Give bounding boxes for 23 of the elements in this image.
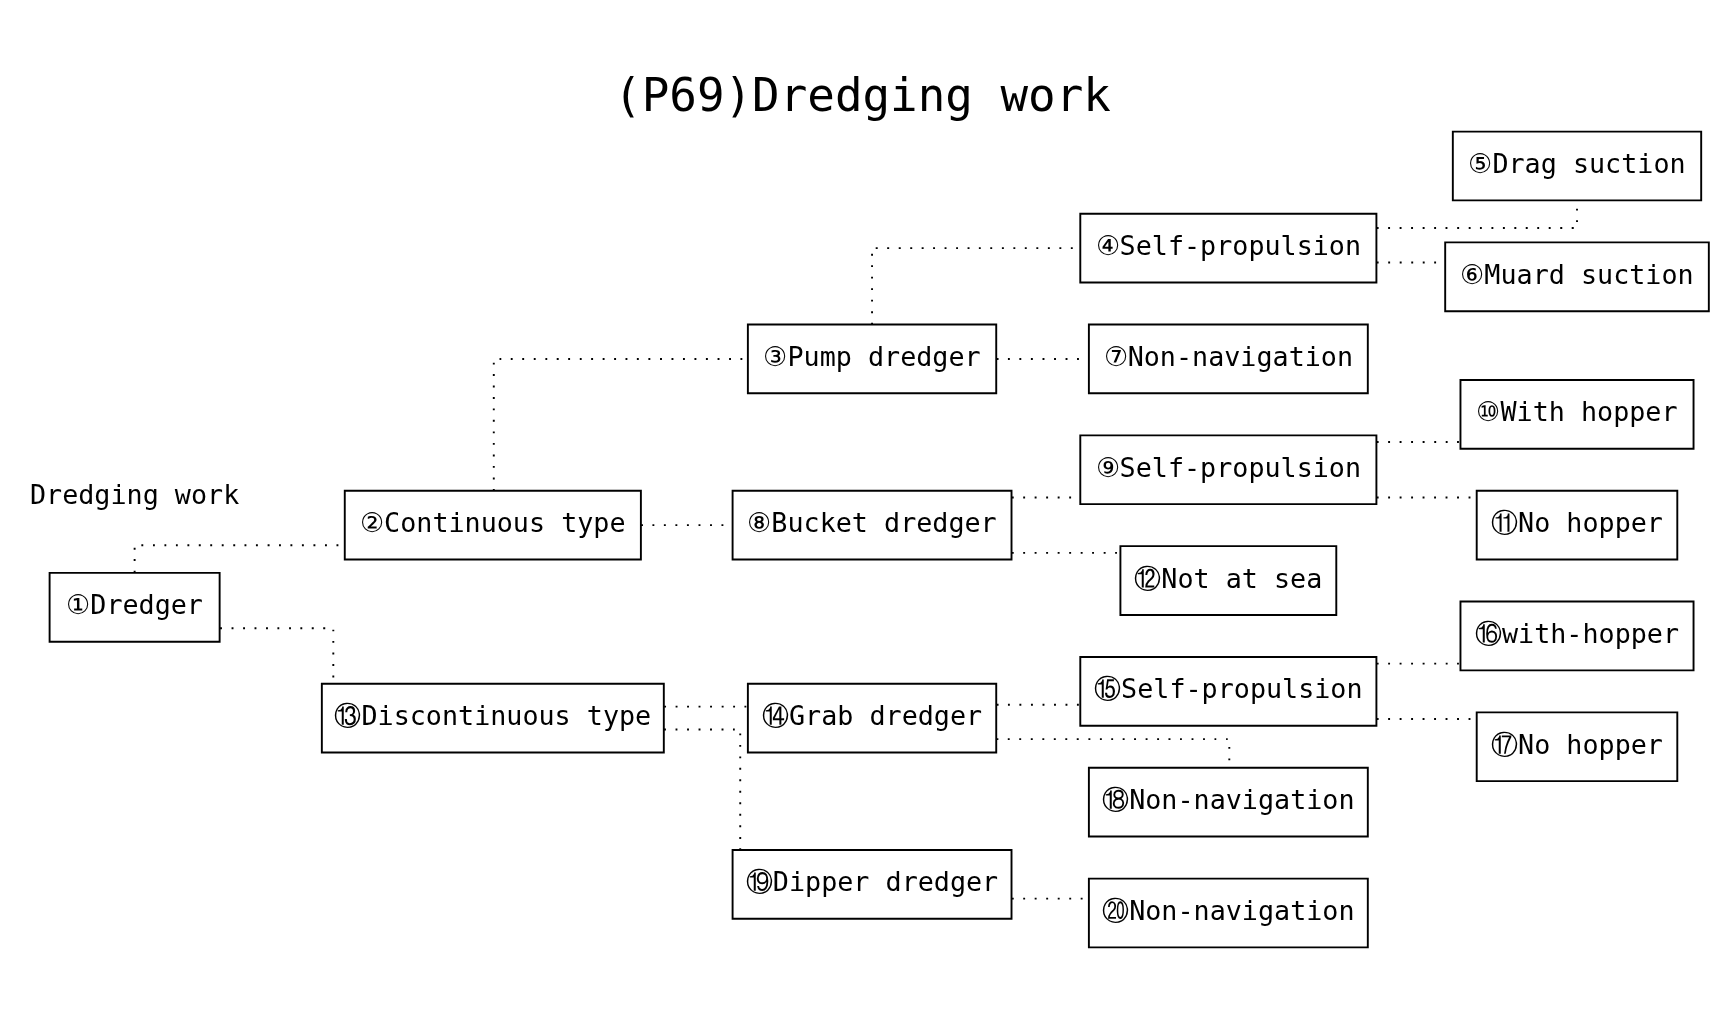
node-box: ⑬Discontinuous type — [320, 682, 665, 754]
node-box: ⑦Non-navigation — [1087, 323, 1369, 395]
node-box: ⑧Bucket dredger — [731, 489, 1013, 561]
node-box: ⑰No hopper — [1475, 711, 1679, 783]
node-box: ⑥Muard suction — [1444, 241, 1710, 313]
node-box: ⑪No hopper — [1475, 489, 1679, 561]
diagram-title: (P69)Dredging work — [614, 67, 1111, 122]
node-box: ⑲Dipper dredger — [731, 848, 1013, 920]
node-box: ⑳Non-navigation — [1087, 877, 1369, 949]
node-box: ⑨Self-propulsion — [1079, 434, 1378, 506]
connector — [663, 728, 742, 851]
node-box: ⑩With hopper — [1459, 379, 1695, 450]
node-box: ③Pump dredger — [746, 323, 998, 395]
node-box: ①Dredger — [48, 571, 221, 643]
node-box: ⑯with-hopper — [1459, 600, 1695, 672]
node-box: ⑱Non-navigation — [1087, 766, 1369, 838]
node-box: ⑭Grab dredger — [746, 682, 998, 754]
node-box: ④Self-propulsion — [1079, 212, 1378, 284]
node-box: ②Continuous type — [343, 489, 642, 561]
node-box: ⑤Drag suction — [1451, 130, 1703, 202]
node-box: ⑫Not at sea — [1119, 545, 1338, 616]
node-box: ⑮Self-propulsion — [1079, 656, 1378, 727]
label: Dredging work — [29, 478, 240, 510]
